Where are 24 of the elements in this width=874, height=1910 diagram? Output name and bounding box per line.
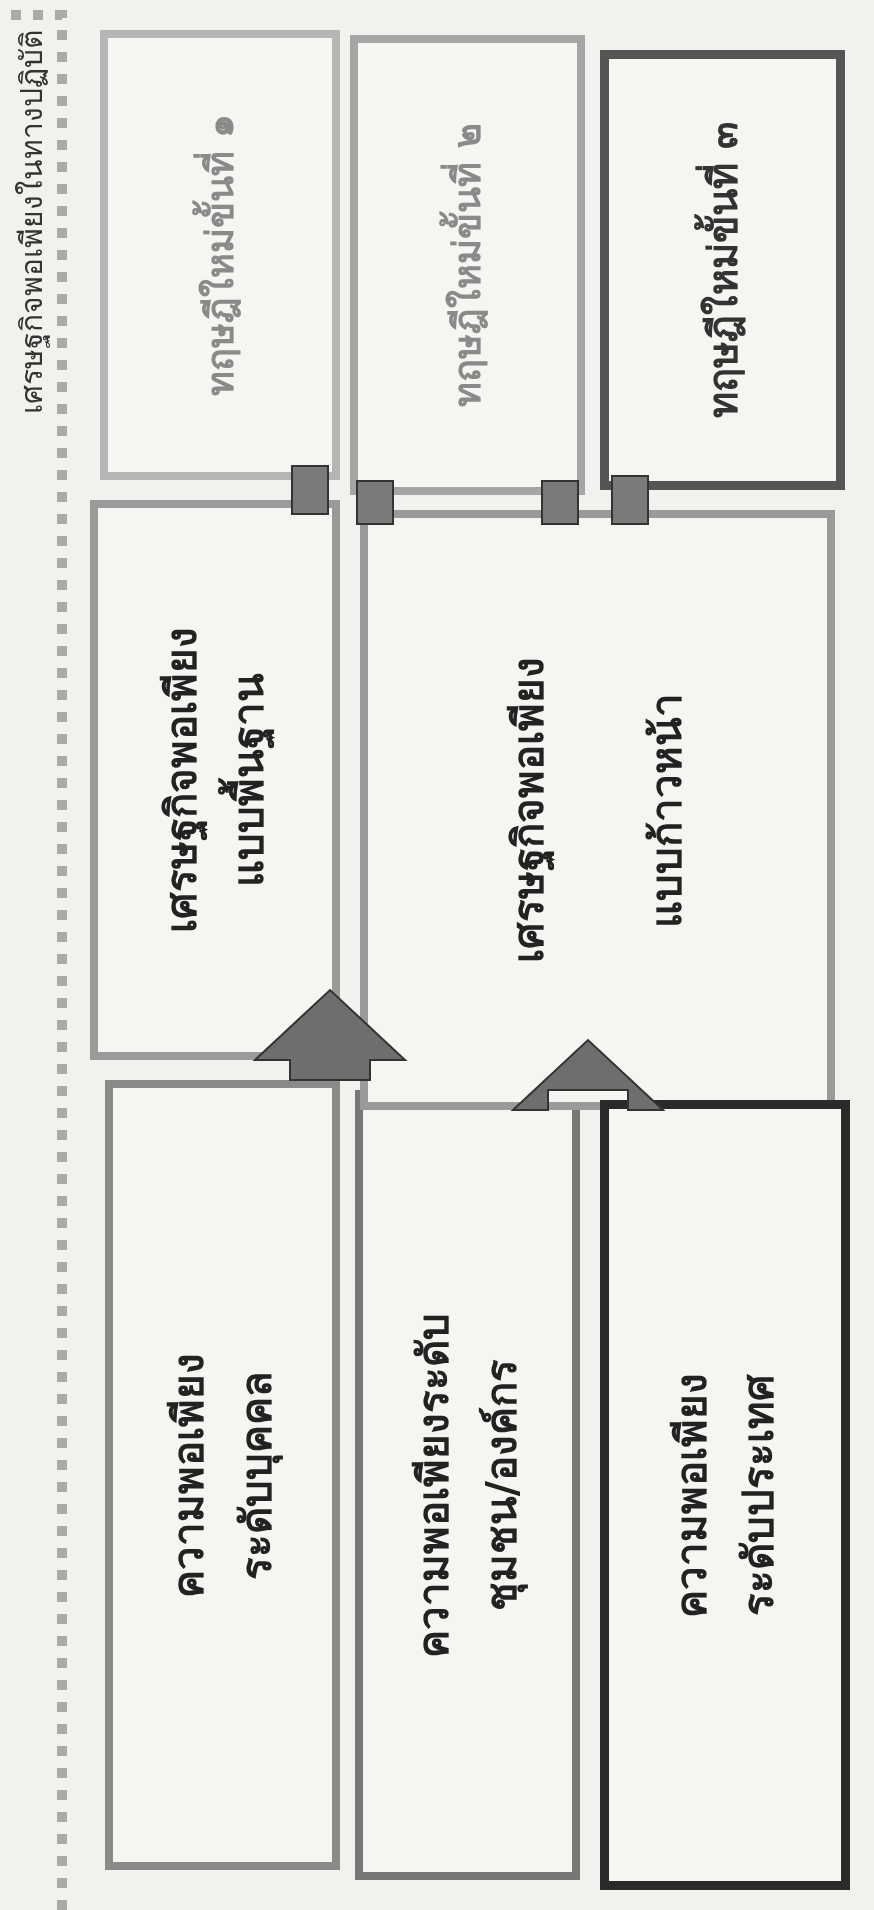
theory-box	[600, 50, 845, 490]
box-text: ทฤษฎีใหม่ขั้นที่ ๓	[690, 122, 755, 418]
economy-box	[360, 510, 835, 1110]
caption: เศรษฐกิจพอเพียงในทางปฏิบัติ	[13, 30, 51, 414]
box-text: ทฤษฎีใหม่ขั้นที่ ๑	[189, 113, 251, 397]
box-text: แบบก้าวหน้า	[640, 692, 692, 928]
theory-box	[350, 35, 585, 495]
box-text: ความพอเพียงระดับบุคคล	[163, 1351, 284, 1600]
block-arrow	[252, 988, 408, 1081]
box-text: ความพอเพียงระดับประเทศ	[665, 1371, 784, 1620]
economy-box	[90, 500, 340, 1060]
connector-clip	[611, 475, 649, 525]
box-text: เศรษฐกิจพอเพียง	[503, 657, 556, 963]
box-text: ทฤษฎีใหม่ขั้นที่ ๒	[437, 123, 498, 407]
level-box	[105, 1080, 340, 1870]
block-arrow	[510, 1038, 666, 1111]
theory-box	[100, 30, 340, 480]
connector-clip	[541, 480, 579, 525]
connector-clip	[356, 480, 394, 525]
box-text: เศรษฐกิจพอเพียงแบบพื้นฐาน	[155, 626, 276, 935]
level-box	[600, 1100, 850, 1890]
connector-clip	[291, 465, 329, 515]
level-box	[355, 1090, 580, 1880]
box-text: ความพอเพียงระดับชุมชน/องค์กร	[408, 1311, 529, 1660]
